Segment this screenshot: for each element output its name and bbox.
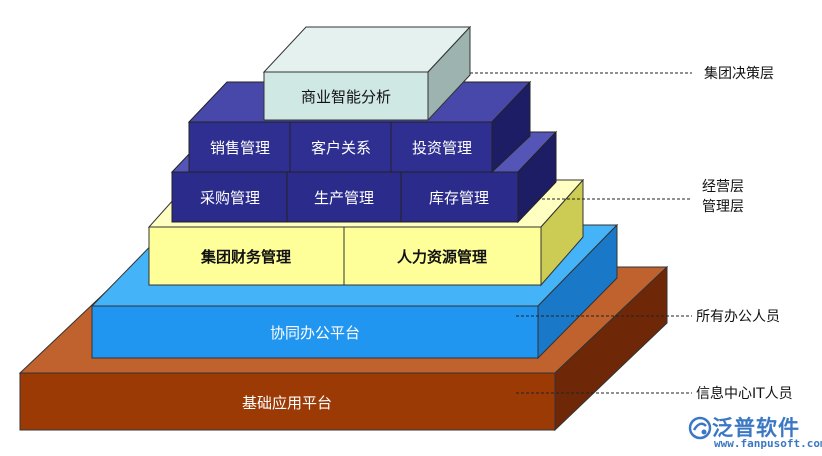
leader-lines [470,72,692,394]
investment-box-label: 投资管理 [412,139,472,157]
fanpu-logo-icon [688,416,712,440]
side-label-operation-1: 经营层 [702,179,744,195]
side-label-decision: 集团决策层 [704,65,774,82]
sales-box-label: 销售管理 [210,139,270,157]
watermark: 泛普软件 www.fanpusoft.com [684,412,822,452]
hr-box-label: 人力资源管理 [397,248,487,266]
side-label-operation-2: 管理层 [702,199,744,215]
bi-box-label: 商业智能分析 [301,88,391,106]
inventory-box-label: 库存管理 [429,189,489,207]
watermark-url: www.fanpusoft.com [714,437,822,450]
purchase-box-label: 采购管理 [200,189,260,207]
watermark-name: 泛普软件 [712,416,800,440]
side-label-it: 信息中心IT人员 [696,385,793,402]
production-box-label: 生产管理 [314,189,374,207]
layer-bi: 商业智能分析 [262,25,472,122]
finance-box-label: 集团财务管理 [200,248,291,266]
customer-box-label: 客户关系 [311,139,371,157]
side-labels: 集团决策层 经营层 管理层 所有办公人员 信息中心IT人员 [696,65,793,402]
base-platform-label: 基础应用平台 [242,394,332,412]
office-platform-label: 协同办公平台 [270,324,360,342]
side-label-staff: 所有办公人员 [696,309,780,325]
